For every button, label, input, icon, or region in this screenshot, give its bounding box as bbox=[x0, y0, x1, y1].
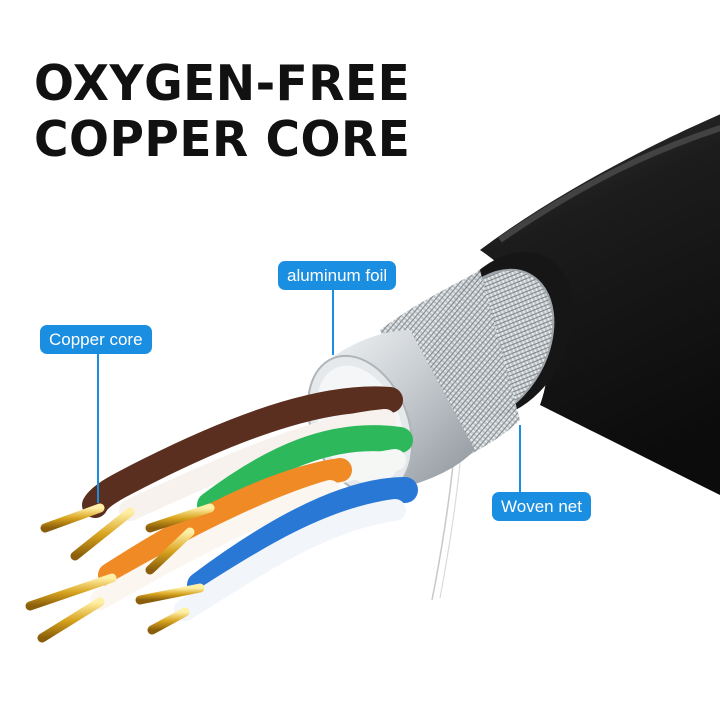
twisted-pairs bbox=[82, 386, 418, 621]
aluminum-foil-label: aluminum foil bbox=[278, 261, 397, 290]
headline-line-2: COPPER CORE bbox=[34, 111, 411, 168]
headline: OXYGEN-FREE COPPER CORE bbox=[34, 56, 410, 168]
copper-core-label: Copper core bbox=[40, 325, 152, 354]
copper-cores bbox=[25, 503, 215, 643]
headline-line-1: OXYGEN-FREE bbox=[34, 55, 411, 112]
woven-braid bbox=[380, 268, 555, 601]
woven-net-label: Woven net bbox=[492, 492, 591, 521]
aluminum-foil-leader bbox=[332, 289, 334, 355]
woven-net-leader bbox=[519, 425, 521, 496]
copper-core-leader bbox=[97, 353, 99, 503]
